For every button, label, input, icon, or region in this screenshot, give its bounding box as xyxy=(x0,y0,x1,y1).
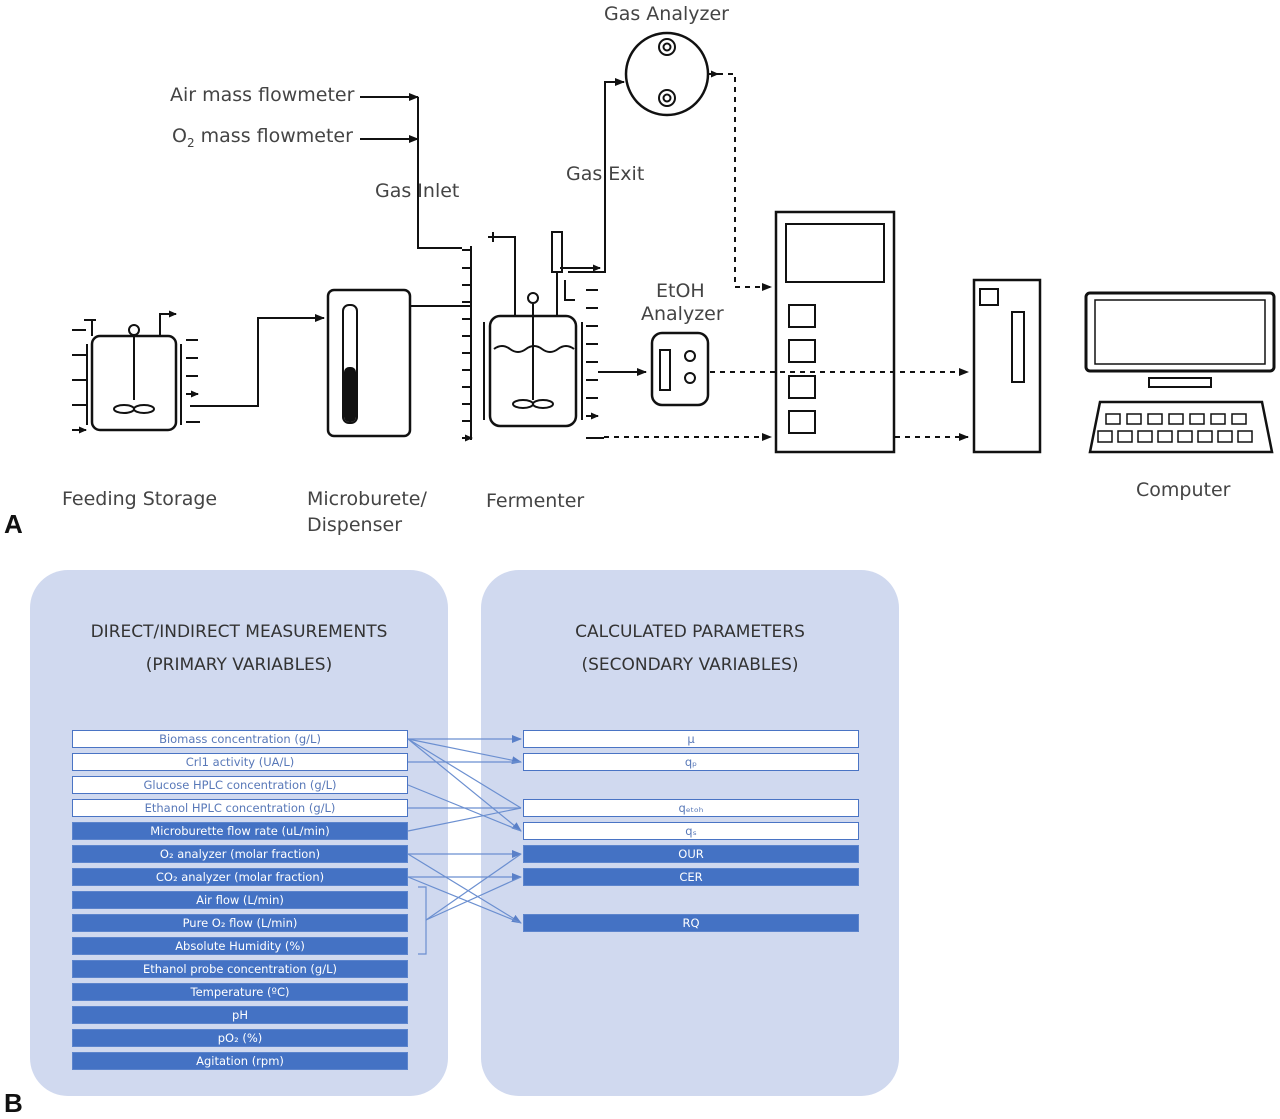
primary-item-ethanol-hplc: Ethanol HPLC concentration (g/L) xyxy=(72,799,408,817)
primary-title-line2: (PRIMARY VARIABLES) xyxy=(145,655,333,675)
primary-title-line1: DIRECT/INDIRECT MEASUREMENTS xyxy=(90,622,388,642)
feeding-storage-label: Feeding Storage xyxy=(62,488,218,510)
secondary-item-our: OUR xyxy=(523,845,859,863)
secondary-item-cer: CER xyxy=(523,868,859,886)
microburete-dispenser-icon xyxy=(326,288,412,438)
etoh-analyzer-icon xyxy=(650,331,710,407)
primary-item-biomass: Biomass concentration (g/L) xyxy=(72,730,408,748)
secondary-item-qetoh: qₑₜₒₕ xyxy=(523,799,859,817)
microburete-label-line2: Dispenser xyxy=(307,514,402,536)
data-acquisition-tower-icon xyxy=(972,278,1042,454)
primary-item-glucose: Glucose HPLC concentration (g/L) xyxy=(72,776,408,794)
etoh-analyzer-label-line2: Analyzer xyxy=(641,303,724,325)
gas-analyzer-icon xyxy=(624,31,719,117)
panel-a-letter: A xyxy=(4,509,23,539)
secondary-item-mu: μ xyxy=(523,730,859,748)
o2-prefix: O xyxy=(172,125,187,147)
primary-item-crl1: Crl1 activity (UA/L) xyxy=(72,753,408,771)
control-unit-icon xyxy=(774,210,896,454)
primary-item-pure-o2-flow: Pure O₂ flow (L/min) xyxy=(72,914,408,932)
computer-label: Computer xyxy=(1136,479,1231,501)
gas-exit-label: Gas Exit xyxy=(566,163,645,185)
secondary-title-line2: (SECONDARY VARIABLES) xyxy=(581,655,799,675)
primary-item-agitation: Agitation (rpm) xyxy=(72,1052,408,1070)
primary-item-microburette: Microburette flow rate (uL/min) xyxy=(72,822,408,840)
primary-item-co2-analyzer: CO₂ analyzer (molar fraction) xyxy=(72,868,408,886)
secondary-title-line1: CALCULATED PARAMETERS xyxy=(575,622,805,642)
o2-subscript: 2 xyxy=(186,135,195,150)
primary-item-ph: pH xyxy=(72,1006,408,1024)
primary-item-air-flow: Air flow (L/min) xyxy=(72,891,408,909)
panel-b-letter: B xyxy=(4,1088,23,1118)
feeding-storage-vessel-icon xyxy=(72,310,200,430)
primary-item-o2-analyzer: O₂ analyzer (molar fraction) xyxy=(72,845,408,863)
panel-a-diagram xyxy=(72,31,1276,454)
primary-item-ethanol-probe: Ethanol probe concentration (g/L) xyxy=(72,960,408,978)
o2-suffix: mass flowmeter xyxy=(194,125,353,147)
air-mass-flowmeter-label: Air mass flowmeter xyxy=(170,84,355,106)
primary-item-humidity: Absolute Humidity (%) xyxy=(72,937,408,955)
fermenter-vessel-icon xyxy=(462,231,604,440)
gas-analyzer-label: Gas Analyzer xyxy=(604,3,729,25)
secondary-item-qs: qₛ xyxy=(523,822,859,840)
secondary-item-qp: qₚ xyxy=(523,753,859,771)
gas-inlet-label: Gas Inlet xyxy=(375,180,460,202)
computer-icon xyxy=(1084,291,1276,454)
fermenter-label: Fermenter xyxy=(486,490,585,512)
primary-item-temperature: Temperature (ºC) xyxy=(72,983,408,1001)
etoh-analyzer-label-line1: EtOH xyxy=(656,280,705,302)
o2-mass-flowmeter-label: O2 mass flowmeter xyxy=(172,125,353,150)
secondary-item-rq: RQ xyxy=(523,914,859,932)
microburete-label-line1: Microburete/ xyxy=(307,488,427,510)
primary-item-po2: pO₂ (%) xyxy=(72,1029,408,1047)
